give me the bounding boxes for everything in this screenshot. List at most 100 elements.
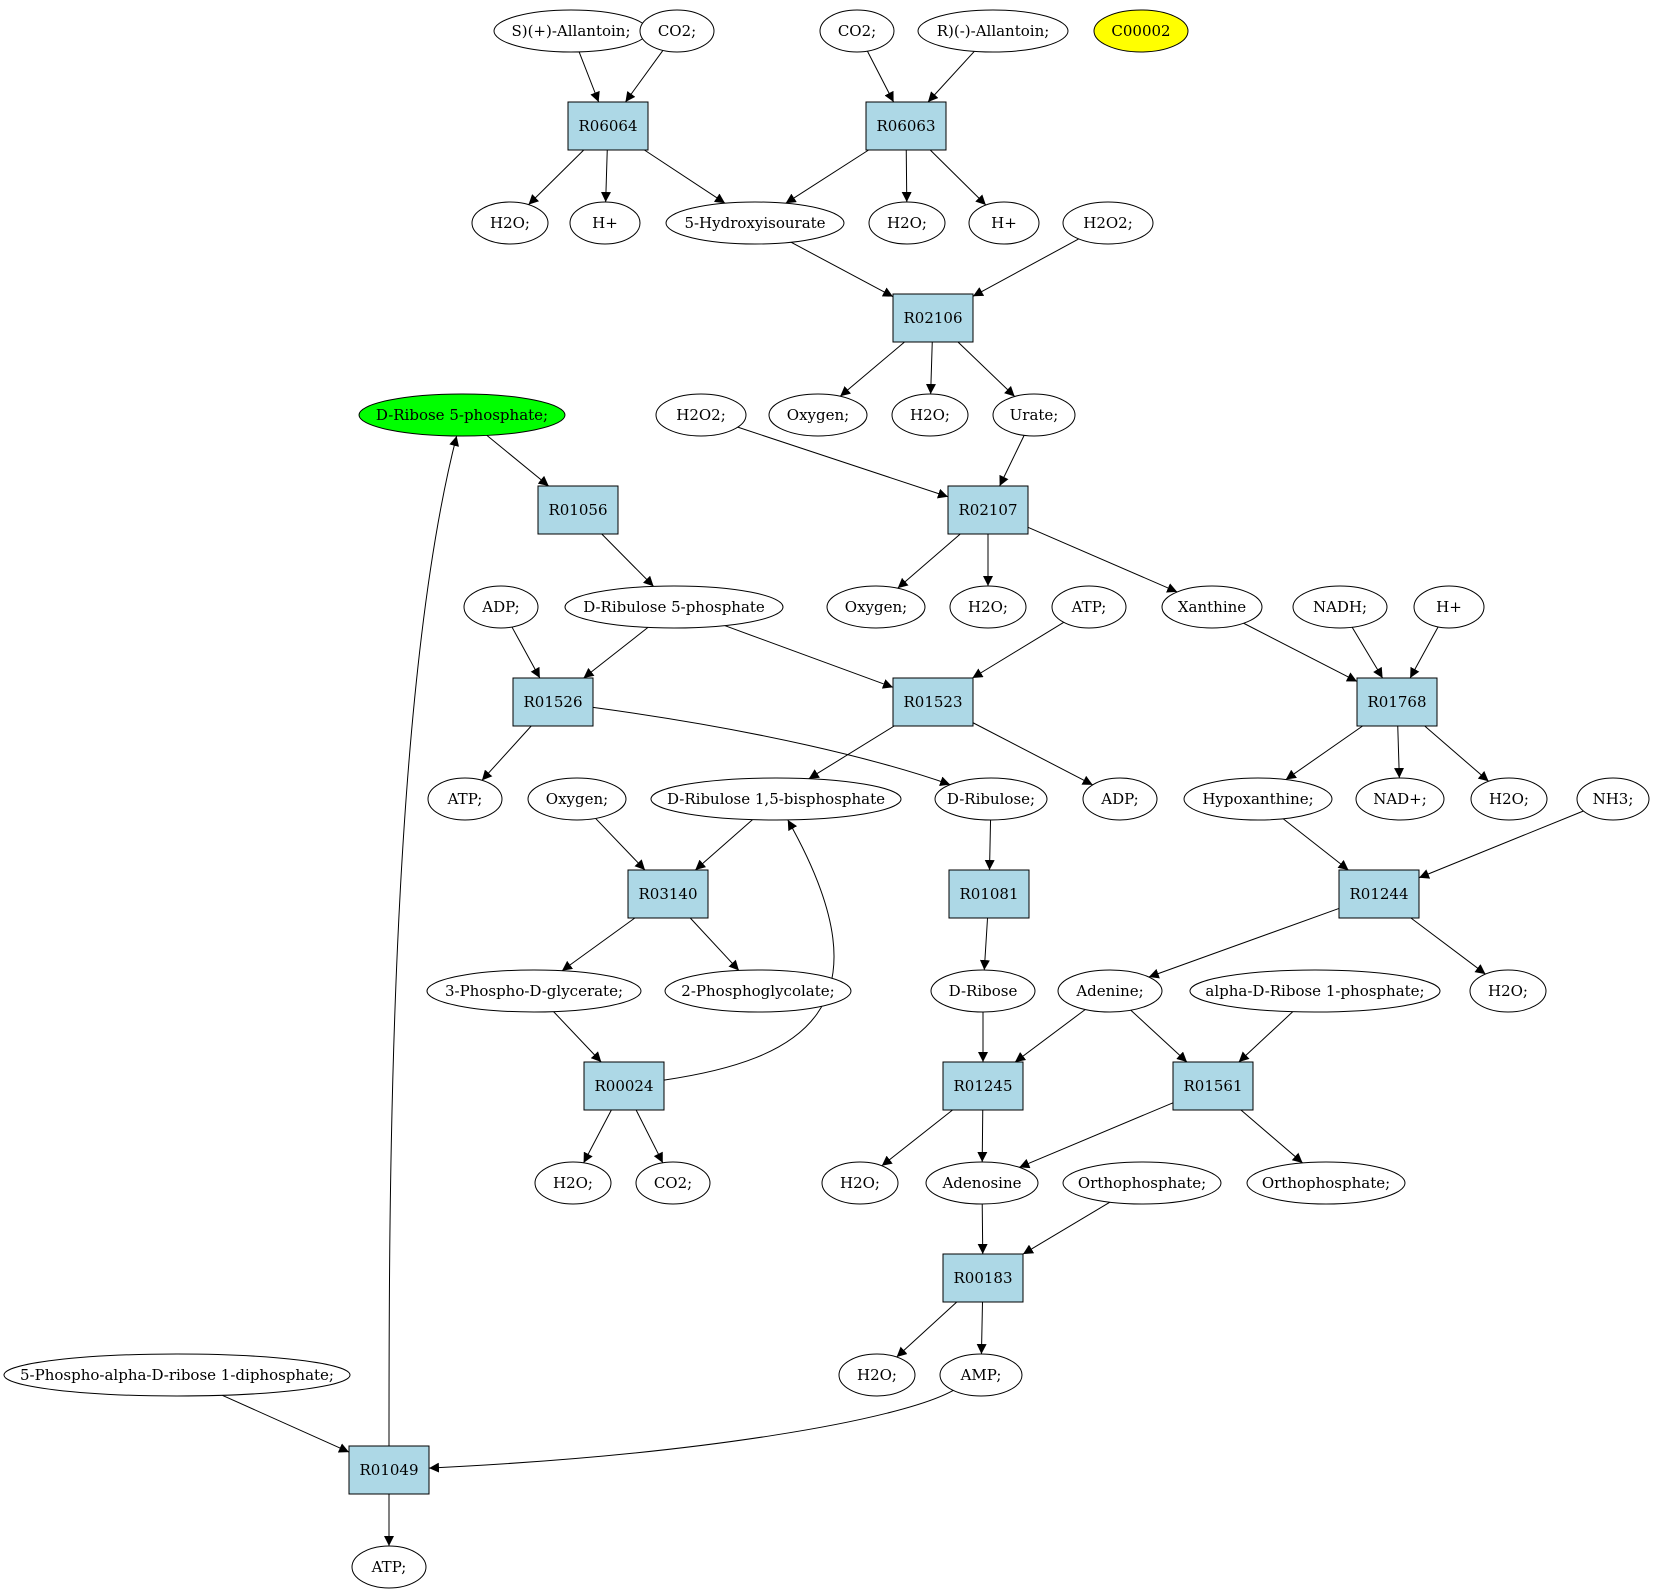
edge-R01526-to-ribu: [592, 706, 951, 787]
node-label: ATP;: [447, 790, 483, 808]
metabolite-node-hiu: 5-Hydroxyisourate: [665, 201, 845, 245]
node-label: CO2;: [658, 22, 696, 40]
metabolite-ellipse: [650, 777, 902, 821]
edge-R06063-to-hiu: [785, 149, 869, 204]
metabolite-ellipse: [664, 969, 852, 1013]
node-label: H2O;: [887, 214, 927, 232]
node-label: H+: [991, 214, 1017, 232]
metabolite-ellipse: [868, 201, 946, 245]
node-label: R00024: [594, 1077, 653, 1095]
edge-co2b-to-R06063: [866, 50, 895, 103]
edge-rib5p-to-R01056: [486, 434, 550, 487]
metabolite-ellipse: [426, 969, 642, 1013]
edge-R01768-to-h2o5: [1424, 725, 1489, 782]
edge-amp-to-R01049: [428, 1390, 954, 1473]
metabolite-ellipse: [949, 585, 1027, 629]
node-label: R03140: [638, 885, 697, 903]
metabolite-node-h2o9: H2O;: [838, 1353, 916, 1397]
edge-ribu5p-to-R01523: [724, 625, 894, 689]
reaction-node-r06063: R06063: [865, 101, 947, 151]
edge-R02107-to-xan: [1027, 526, 1178, 593]
metabolite-ellipse: [471, 201, 549, 245]
node-label: H2O2;: [1083, 214, 1133, 232]
node-label: ADP;: [1100, 790, 1138, 808]
edge-R01081-to-ribose: [979, 917, 990, 971]
metabolite-node-xan: Xanthine: [1161, 585, 1263, 629]
metabolite-node-hp2: H+: [968, 201, 1040, 245]
edge-R01561-to-pi2: [1240, 1109, 1303, 1164]
metabolite-node-nh3: NH3;: [1576, 777, 1650, 821]
edge-atp1-to-R01523: [972, 621, 1065, 679]
node-label: Oxygen;: [845, 598, 907, 616]
node-label: D-Ribose: [949, 982, 1018, 1000]
edge-R02106-to-oxy1: [839, 341, 905, 397]
metabolite-ellipse: [639, 9, 715, 53]
metabolite-node-oxy2: Oxygen;: [826, 585, 926, 629]
metabolite-ellipse: [768, 393, 868, 437]
node-label: R01056: [548, 501, 607, 519]
node-label: H+: [1436, 598, 1462, 616]
node-label: R06063: [876, 117, 935, 135]
metabolite-node-alls: S)(+)-Allantoin;: [493, 9, 649, 53]
metabolite-ellipse: [1292, 585, 1388, 629]
edge-R02107-to-oxy2: [897, 533, 961, 589]
metabolite-node-adp1: ADP;: [463, 585, 539, 629]
metabolite-ellipse: [655, 393, 747, 437]
reaction-node-r01768: R01768: [1356, 677, 1438, 727]
node-label: ADP;: [481, 598, 519, 616]
edge-ar1p-to-R01561: [1238, 1011, 1294, 1063]
edge-R00183-to-h2o9: [896, 1301, 958, 1358]
metabolite-node-nadh: NADH;: [1292, 585, 1388, 629]
edge-R02106-to-h2o3: [925, 341, 936, 395]
metabolite-node-nadp: NAD+;: [1355, 777, 1445, 821]
node-label: Oxygen;: [787, 406, 849, 424]
metabolite-ellipse: [1246, 1161, 1406, 1205]
metabolite-node-atp2: ATP;: [427, 777, 503, 821]
metabolite-node-ribu: D-Ribulose;: [934, 777, 1048, 821]
metabolite-node-hyp: Hypoxanthine;: [1183, 777, 1333, 821]
metabolite-node-ribu5p: D-Ribulose 5-phosphate: [564, 585, 784, 629]
edge-xan-to-R01768: [1243, 622, 1358, 682]
metabolite-node-oxy1: Oxygen;: [768, 393, 868, 437]
edge-co2a-to-R06064: [625, 50, 664, 103]
metabolite-node-pi1: Orthophosphate;: [1062, 1161, 1222, 1205]
edge-pi1-to-R00183: [1022, 1201, 1111, 1255]
node-label: R01081: [959, 885, 1018, 903]
reaction-box: [865, 101, 947, 151]
edge-R01523-to-rubp: [808, 725, 895, 780]
edge-R02106-to-urate: [957, 341, 1016, 397]
edge-R01561-to-ado: [1019, 1102, 1174, 1169]
node-label: R06064: [578, 117, 637, 135]
reaction-box: [942, 1253, 1024, 1303]
metabolite-node-oxy3: Oxygen;: [527, 777, 627, 821]
node-label: ATP;: [371, 1558, 407, 1576]
metabolite-ellipse: [1576, 777, 1650, 821]
metabolite-node-h2o2: H2O;: [868, 201, 946, 245]
edge-R03140-to-pg3: [561, 917, 636, 972]
metabolite-ellipse: [1051, 585, 1127, 629]
node-label: Xanthine: [1178, 598, 1246, 616]
edge-R01244-to-h2o6: [1410, 917, 1486, 975]
metabolite-node-h2o6: H2O;: [1469, 969, 1547, 1013]
edge-R03140-to-pgly: [689, 917, 740, 971]
node-label: 5-Hydroxyisourate: [684, 214, 825, 232]
node-label: H2O;: [968, 598, 1008, 616]
metabolite-ellipse: [1057, 969, 1163, 1013]
reaction-box: [942, 1061, 1024, 1111]
metabolite-ellipse: [1062, 1161, 1222, 1205]
metabolite-node-rib5p: D-Ribose 5-phosphate;: [358, 393, 566, 437]
edge-urate-to-R02107: [999, 435, 1025, 487]
edge-R06064-to-h2o1: [528, 149, 585, 206]
reaction-box: [892, 293, 974, 343]
metabolite-ellipse: [1469, 969, 1547, 1013]
metabolite-ellipse: [534, 1161, 612, 1205]
node-label: CO2;: [838, 22, 876, 40]
edge-R01768-to-hyp: [1285, 725, 1363, 780]
edge-hp3-to-R01768: [1409, 626, 1439, 679]
metabolite-ellipse: [1062, 201, 1154, 245]
node-label: AMP;: [960, 1366, 1002, 1384]
metabolite-node-ribose: D-Ribose: [930, 969, 1036, 1013]
node-label: R01049: [359, 1461, 418, 1479]
metabolite-ellipse: [1082, 777, 1158, 821]
metabolite-ellipse: [891, 393, 969, 437]
